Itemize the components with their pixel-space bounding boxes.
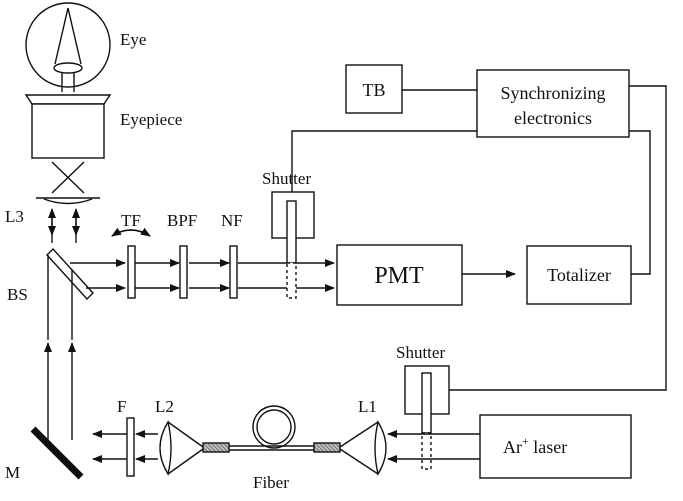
eye-label: Eye	[120, 30, 146, 49]
shutter-top	[271, 191, 315, 299]
f-label: F	[117, 397, 126, 416]
sync-label-line2: electronics	[514, 108, 592, 128]
shutter-bottom-label: Shutter	[396, 343, 445, 362]
nf-label: NF	[221, 211, 243, 230]
totalizer-box	[526, 245, 632, 305]
eyepiece-label: Eyepiece	[120, 110, 182, 129]
sync-to-totalizer-line	[629, 130, 651, 275]
l3-lens	[36, 197, 100, 205]
l1-lens	[374, 420, 387, 476]
mirror-m	[30, 426, 84, 480]
shutter-top-label: Shutter	[262, 169, 311, 188]
l3-label: L3	[5, 207, 24, 226]
tb-label: TB	[362, 80, 385, 100]
beam-splitter	[46, 247, 94, 301]
tb-box	[345, 64, 403, 114]
f-filter	[126, 417, 135, 477]
l1-label: L1	[358, 397, 377, 416]
sync-to-shutter-bottom-line	[449, 85, 667, 391]
nf-filter	[229, 245, 238, 299]
tf-filter	[127, 245, 136, 299]
bpf-label: BPF	[167, 211, 197, 230]
m-label: M	[5, 463, 20, 482]
l2-label: L2	[155, 397, 174, 416]
bpf-filter	[179, 245, 188, 299]
ar-laser-box	[479, 414, 632, 479]
bs-label: BS	[7, 285, 28, 304]
eyepiece	[24, 94, 112, 194]
eye	[25, 2, 111, 88]
ar-laser-label: Ar+ laser	[503, 434, 567, 457]
sync-to-shutter-top-line	[291, 130, 477, 192]
fiber-label: Fiber	[253, 473, 289, 492]
pmt-box	[336, 244, 463, 306]
shutter-bottom	[404, 365, 450, 470]
sync-electronics-box	[476, 69, 630, 138]
fiber	[202, 405, 341, 453]
totalizer-label: Totalizer	[547, 265, 611, 285]
sync-label-line1: Synchronizing	[501, 83, 606, 103]
pmt-label: PMT	[374, 263, 424, 289]
l2-lens	[159, 420, 172, 476]
tf-label: TF	[121, 211, 141, 230]
